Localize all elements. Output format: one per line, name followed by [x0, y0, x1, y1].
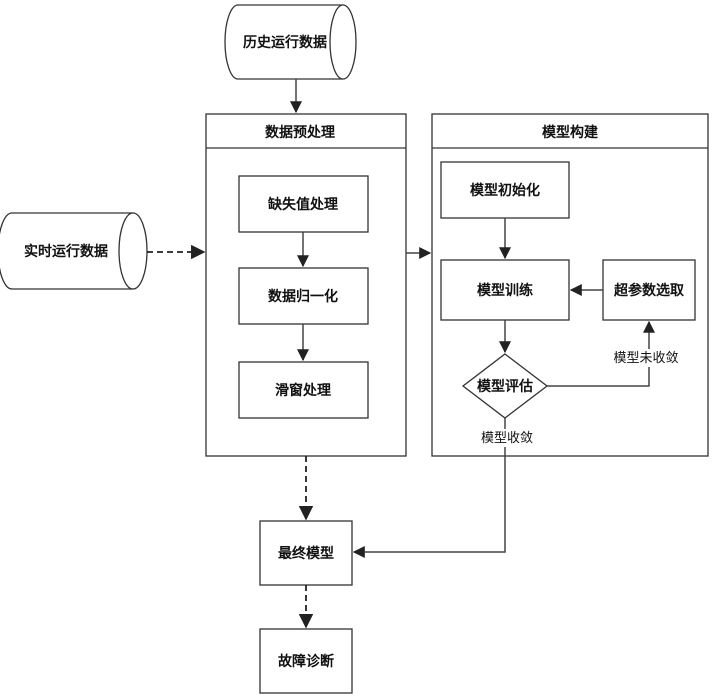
normalization-box: 数据归一化 — [238, 267, 369, 325]
model-eval-diamond: 模型评估 — [461, 353, 549, 419]
preprocess-title: 数据预处理 — [265, 124, 335, 141]
sliding-window-box: 滑窗处理 — [238, 361, 369, 419]
model-init-box: 模型初始化 — [440, 161, 570, 219]
realtime-data-cylinder: 实时运行数据 — [0, 212, 148, 290]
arrow-eval-to-final-model — [352, 418, 506, 558]
model-train-box: 模型训练 — [440, 259, 570, 321]
final-model-box: 最终模型 — [259, 520, 353, 586]
fault-diagnosis-box: 故障诊断 — [259, 628, 353, 694]
fault-diagnosis-label: 故障诊断 — [278, 653, 334, 670]
converged-label: 模型收敛 — [481, 430, 533, 446]
missing-value-box: 缺失值处理 — [238, 175, 369, 233]
hyperparam-box: 超参数选取 — [602, 259, 696, 321]
missing-value-label: 缺失值处理 — [268, 196, 338, 213]
converged-label-bg — [472, 429, 542, 447]
model-eval-label: 模型评估 — [477, 378, 533, 395]
model-init-label: 模型初始化 — [470, 182, 540, 199]
final-model-label: 最终模型 — [278, 545, 334, 562]
sliding-window-label: 滑窗处理 — [275, 382, 331, 399]
history-data-label: 历史运行数据 — [243, 34, 327, 51]
not-converged-label: 模型未收敛 — [613, 350, 678, 366]
not-converged-label-bg — [606, 349, 686, 367]
hyperparam-label: 超参数选取 — [613, 282, 685, 299]
history-data-cylinder: 历史运行数据 — [224, 4, 357, 80]
arrow-eval-to-hyperparam — [547, 320, 655, 387]
model-train-label: 模型训练 — [477, 282, 533, 299]
model-build-title: 模型构建 — [542, 124, 598, 141]
normalization-label: 数据归一化 — [268, 288, 338, 305]
realtime-data-label: 实时运行数据 — [24, 243, 108, 260]
